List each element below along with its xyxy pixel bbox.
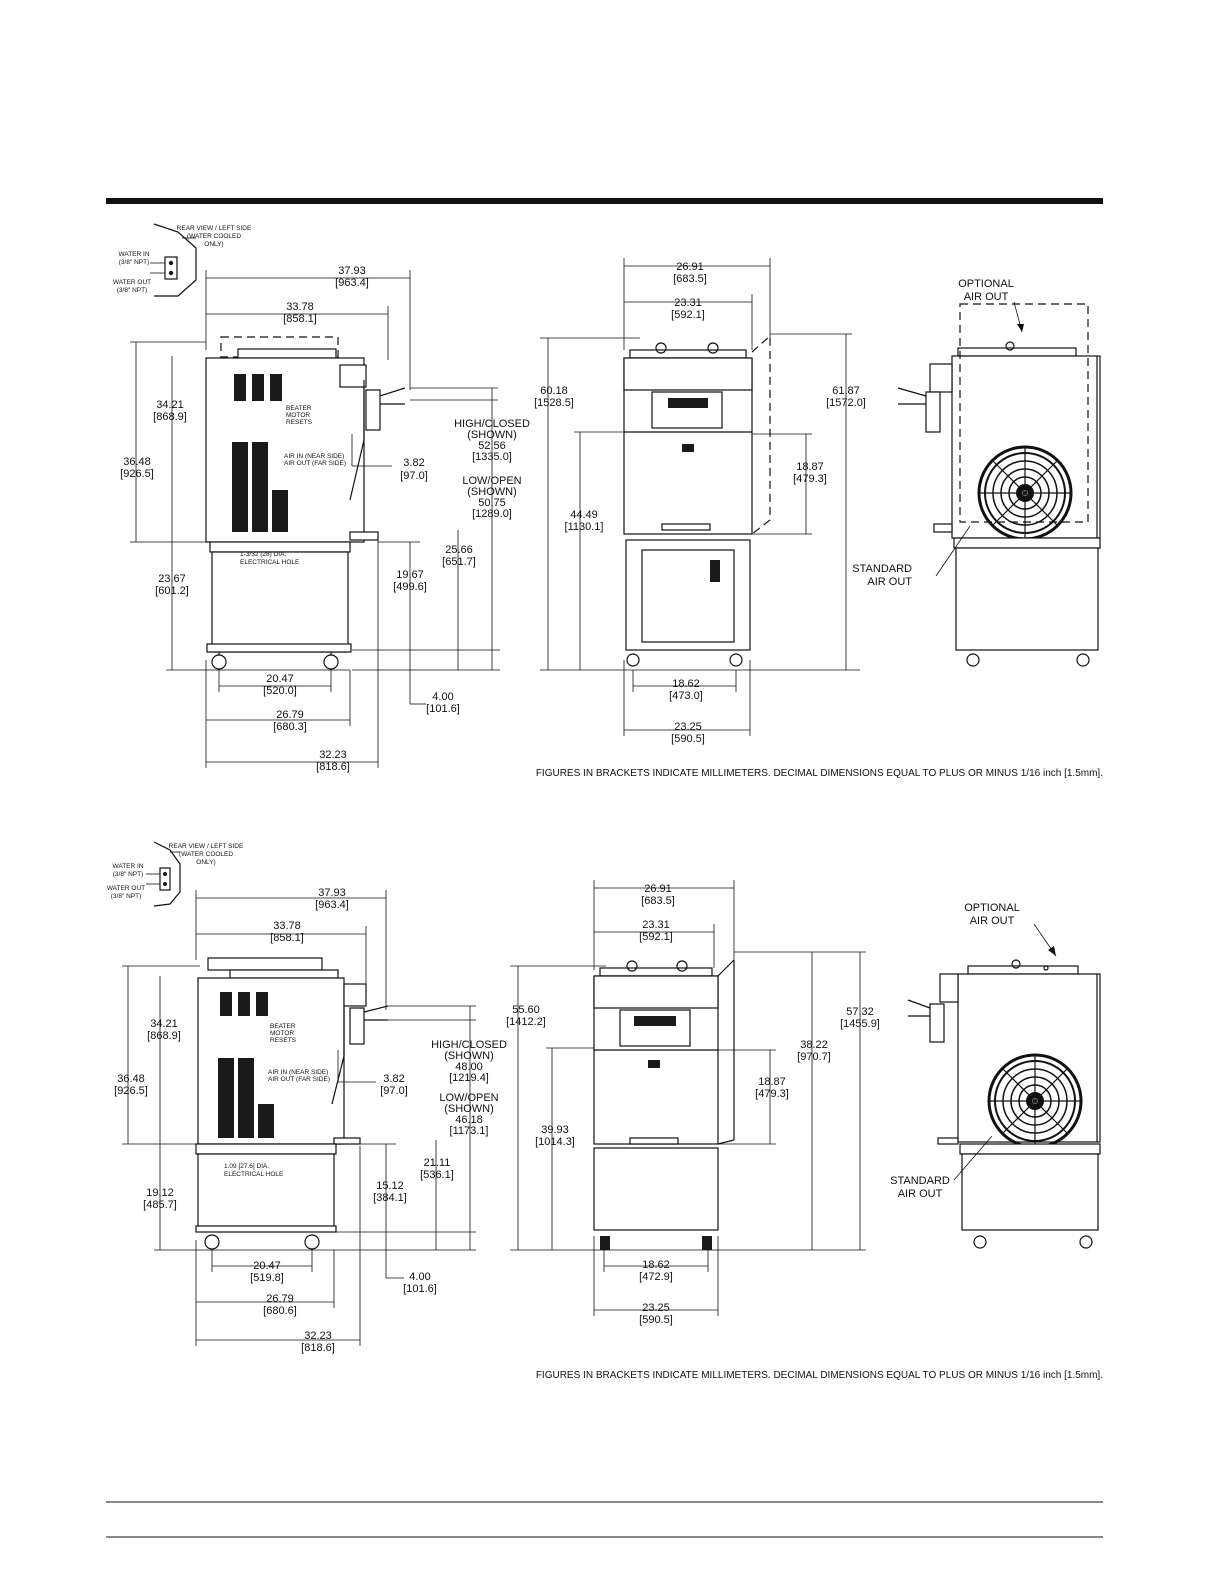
- side-view: [205, 336, 406, 670]
- bottom-air-in-out-label: AIR IN (NEAR SIDE)AIR OUT (FAR SIDE): [268, 1069, 330, 1083]
- bottom-high-closed: HIGH/CLOSED(SHOWN)48.00[1219.4]: [431, 1039, 507, 1084]
- bottom-dim-d3: 34.21[868.9]: [147, 1018, 181, 1042]
- top-low-open: LOW/OPEN(SHOWN)50.75[1289.0]: [462, 475, 521, 520]
- fan-guard: [977, 445, 1073, 541]
- side-view-dimension-lines: [130, 270, 500, 768]
- bottom-dim-f3: 55.60[1412.2]: [506, 1004, 546, 1028]
- top-dim-d5: 3.82[97.0]: [400, 457, 428, 482]
- bottom-dim-d4: 36.48[926.5]: [114, 1073, 148, 1097]
- rear-view-inset: [150, 223, 197, 297]
- top-water-in-label: WATER IN(3/8" NPT): [118, 251, 149, 266]
- bottom-dim-f1: 26.91[683.5]: [641, 883, 675, 907]
- top-dim-f1: 26.91[683.5]: [673, 261, 707, 285]
- top-dim-f4: 44.49[1130.1]: [565, 509, 604, 533]
- top-dim-d8: 23.67[601.2]: [155, 573, 189, 597]
- top-dim-d9: 20.47[520.0]: [263, 673, 297, 697]
- header-rule: [106, 198, 1103, 204]
- bottom-note: FIGURES IN BRACKETS INDICATE MILLIMETERS…: [536, 1370, 1103, 1381]
- top-dimension-diagram: REAR VIEW / LEFT SIDE(WATER COOLEDONLY) …: [113, 223, 1103, 779]
- top-dim-d10: 4.00[101.6]: [426, 691, 460, 715]
- bottom-dim-f9: 57.32[1455.9]: [840, 1006, 880, 1030]
- bottom-low-open: LOW/OPEN(SHOWN)46.18[1173.1]: [439, 1092, 498, 1137]
- top-note: FIGURES IN BRACKETS INDICATE MILLIMETERS…: [536, 768, 1103, 779]
- side-vents: [232, 442, 288, 532]
- bottom-dim-d1: 37.93[963.4]: [315, 887, 349, 911]
- top-dim-d11: 26.79[680.3]: [273, 709, 307, 733]
- top-dim-d12: 32.23[818.6]: [316, 749, 350, 773]
- top-dim-f5: 18.87[479.3]: [793, 461, 827, 485]
- top-dim-f7: 18.62[473.0]: [669, 678, 703, 702]
- bottom-dim-d9: 20.47[519.8]: [250, 1260, 284, 1284]
- bottom-dim-d7: 15.12[384.1]: [373, 1180, 407, 1204]
- bottom-dim-d5: 3.82[97.0]: [380, 1073, 408, 1097]
- bottom-dim-f2: 23.31[592.1]: [639, 919, 673, 943]
- side-view-dimension-lines-2: [122, 890, 476, 1346]
- bottom-dim-f8: 23.25[590.5]: [639, 1302, 673, 1326]
- top-dim-d3: 34.21[868.9]: [153, 399, 187, 423]
- top-air-in-out-label: AIR IN (NEAR SIDE)AIR OUT (FAR SIDE): [284, 453, 346, 467]
- side-vents-2: [218, 1058, 274, 1138]
- top-dim-d2: 33.78[858.1]: [283, 301, 317, 325]
- bottom-dimension-diagram: REAR VIEW / LEFT SIDE(WATER COOLEDONLY) …: [107, 841, 1103, 1381]
- bottom-water-in-label: WATER IN(3/8" NPT): [112, 863, 143, 878]
- rear-view-inset-2: [146, 841, 181, 907]
- top-dim-d6: 25.66[651.7]: [442, 544, 476, 568]
- bottom-dim-d2: 33.78[858.1]: [270, 920, 304, 944]
- front-view-dimension-lines: [540, 258, 860, 736]
- front-view: [623, 334, 771, 667]
- top-dim-f2: 23.31[592.1]: [671, 297, 705, 321]
- bottom-dim-f4: 39.93[1014.3]: [535, 1124, 575, 1148]
- right-side-view: [897, 301, 1101, 667]
- bottom-dim-f5: 18.87[479.3]: [755, 1076, 789, 1100]
- bottom-dim-d8: 19.12[485.7]: [143, 1187, 177, 1211]
- bottom-dim-f6: 38.22[970.7]: [797, 1039, 831, 1063]
- top-dim-d1: 37.93[963.4]: [335, 265, 369, 289]
- top-dim-f8: 23.25[590.5]: [671, 721, 705, 745]
- top-vents-2: [220, 992, 268, 1016]
- bottom-dim-f7: 18.62[472.9]: [639, 1259, 673, 1283]
- bottom-dim-d6: 21.11[536.1]: [420, 1157, 454, 1181]
- bottom-dim-d11: 26.79[680.6]: [263, 1293, 297, 1317]
- bottom-water-out-label: WATER OUT(3/8" NPT): [107, 885, 145, 900]
- top-dim-d7: 19.67[499.6]: [393, 569, 427, 593]
- side-view-2: [195, 957, 389, 1250]
- bottom-dim-d10: 4.00[101.6]: [403, 1271, 437, 1295]
- top-high-closed: HIGH/CLOSED(SHOWN)52.56[1335.0]: [454, 418, 530, 463]
- bottom-dim-d12: 32.23[818.6]: [301, 1330, 335, 1354]
- top-dim-f6: 61.87[1572.0]: [826, 385, 866, 409]
- bottom-electrical-hole: 1.09 [27.6] DIA.ELECTRICAL HOLE: [224, 1163, 284, 1178]
- top-water-out-label: WATER OUT(3/8" NPT): [113, 279, 151, 294]
- top-vents: [234, 374, 282, 401]
- top-dim-f3: 60.18[1528.5]: [534, 385, 574, 409]
- top-electrical-hole: 1-3/32 (28) DIA.ELECTRICAL HOLE: [240, 551, 300, 566]
- fan-guard-2: [987, 1053, 1083, 1149]
- front-view-dimension-lines-2: [510, 880, 866, 1316]
- front-view-2: [593, 959, 735, 1250]
- right-side-view-2: [907, 923, 1101, 1249]
- top-dim-d4: 36.48[926.5]: [120, 456, 154, 480]
